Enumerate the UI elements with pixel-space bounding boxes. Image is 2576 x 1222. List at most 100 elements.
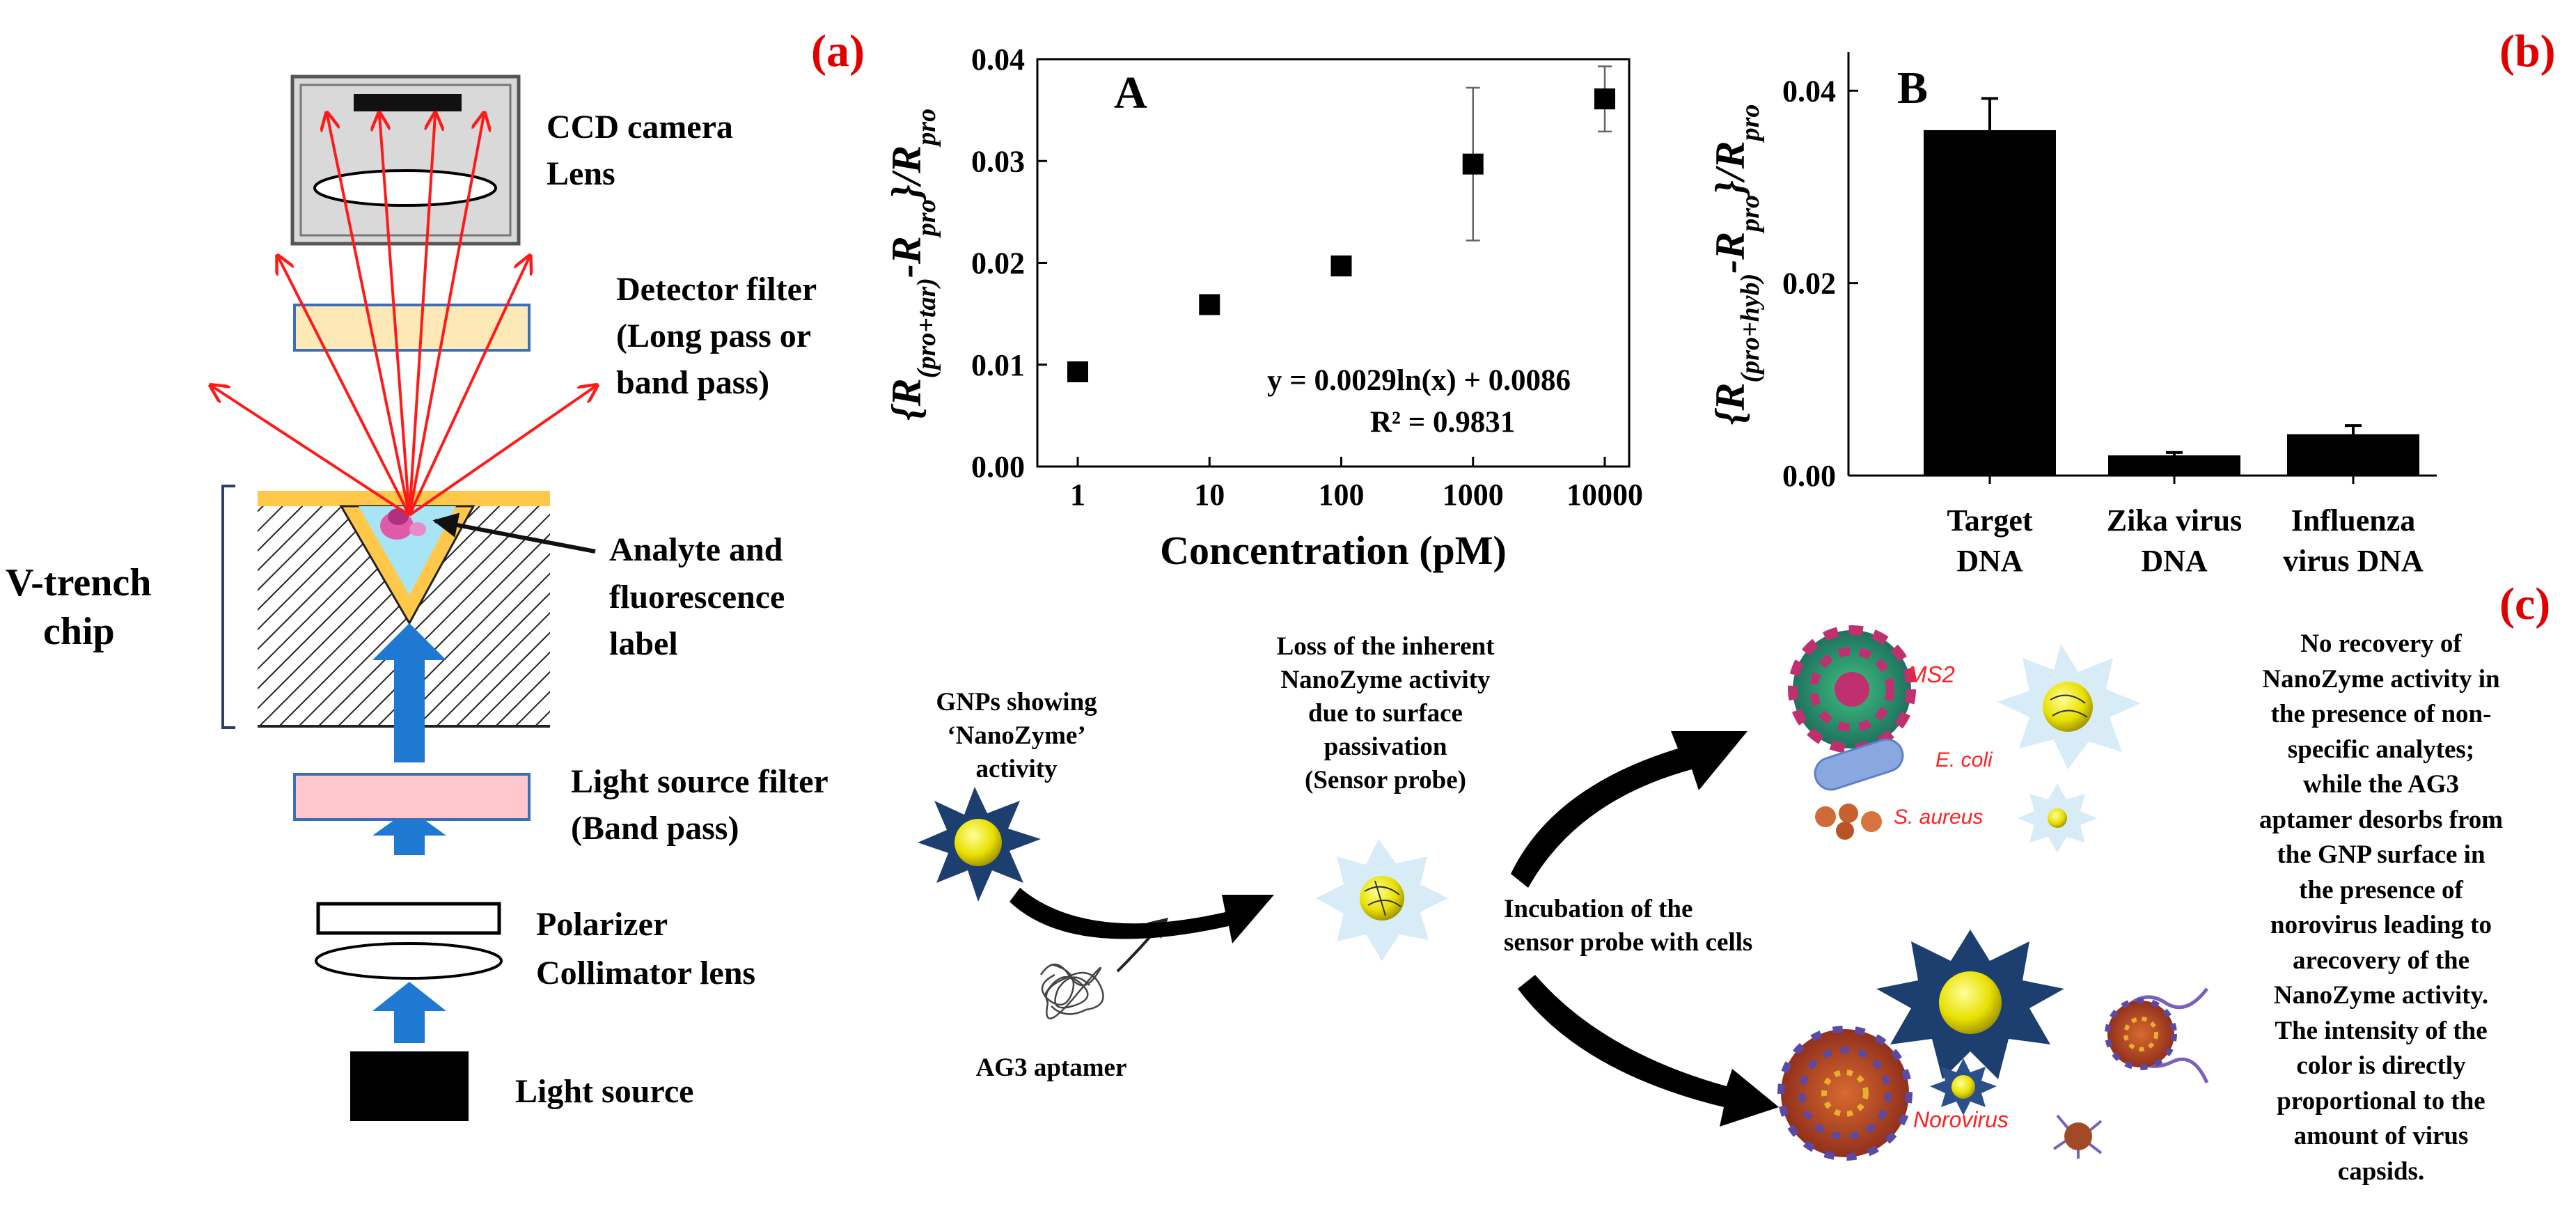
inactive-probe-small	[2018, 783, 2097, 853]
mechanism-line-15: amount of virus	[2293, 1122, 2469, 1150]
detector-filter-label-1: Detector filter	[616, 271, 817, 308]
mechanism-line-16: capsids.	[2337, 1157, 2425, 1186]
analyte-label-2: fluorescence	[609, 579, 785, 616]
chart-a-point	[1594, 88, 1615, 110]
loss-label-line-2: NanoZyme activity	[1280, 666, 1491, 694]
incubation-line-2: sensor probe with cells	[1504, 928, 1753, 957]
chart-b-category-label: virus DNA	[2283, 544, 2424, 578]
gnp-label: GNPs showing ‘NanoZyme’ activity	[912, 686, 1121, 786]
loss-label-line-3: due to surface	[1308, 699, 1463, 728]
chart-b-category-label: DNA	[1956, 544, 2023, 578]
chart-b-ytick-label: 0.00	[1782, 459, 1836, 493]
mechanism-line-2: NanoZyme activity in	[2262, 664, 2500, 694]
lens-label: Lens	[547, 155, 615, 192]
main-arrow-down	[1518, 975, 1779, 1127]
ecoli-label: E. coli	[1935, 749, 1993, 771]
chart-a-ytick-label: 0.02	[971, 246, 1025, 281]
collimator-label: Collimator lens	[536, 955, 756, 992]
mechanism-line-7: the GNP surface in	[2277, 840, 2485, 869]
chart-a-ytick-label: 0.01	[971, 348, 1025, 382]
gnp-label-line-3: activity	[975, 755, 1058, 783]
chart-a-point	[1199, 294, 1220, 315]
chart-b-ytick-label: 0.02	[1782, 267, 1836, 301]
chart-a-xtick-label: 1	[1070, 478, 1085, 512]
camera-label: CCD camera	[547, 109, 733, 146]
mechanism-line-5: while the AG3	[2302, 770, 2460, 799]
loss-label-line-1: Loss of the inherent	[1276, 632, 1495, 661]
chart-a-r2: R² = 0.9831	[1370, 406, 1515, 439]
light-source-label: Light source	[515, 1073, 694, 1110]
mechanism-line-9: norovirus leading to	[2270, 911, 2492, 939]
chart-a-ytick-label: 0.04	[971, 42, 1025, 77]
chart-a-xtick-label: 10	[1194, 478, 1225, 512]
light-filter-label-2: (Band pass)	[571, 810, 739, 847]
chart-a-point	[1330, 255, 1352, 276]
chart-b-bar	[2287, 434, 2419, 476]
chart-a-xtick-label: 10000	[1566, 478, 1643, 512]
aptamer-label: AG3 aptamer	[975, 1053, 1127, 1082]
ms2-label: MS2	[1908, 661, 1955, 687]
incubation-line-1: Incubation of the	[1504, 895, 1693, 923]
chart-a-point	[1462, 153, 1484, 175]
mechanism-line-14: proportional to the	[2277, 1086, 2485, 1115]
main-arrow-up	[1511, 731, 1748, 888]
chart-b-bar	[2108, 455, 2240, 476]
light-filter-label-1: Light source filter	[571, 763, 828, 800]
detector-filter-label-3: band pass)	[616, 364, 770, 401]
chart-a-point	[1067, 361, 1088, 382]
gnp-label-line-1: GNPs showing	[936, 688, 1097, 716]
panel-label-a: (a)	[811, 26, 865, 77]
mechanism-line-13: color is directly	[2296, 1051, 2466, 1080]
mechanism-line-3: the presence of non-	[2270, 700, 2492, 728]
aptamer-tangle	[1039, 963, 1104, 1019]
chart-b-bar	[1924, 130, 2056, 476]
mechanism-line-11: NanoZyme activity.	[2273, 981, 2489, 1010]
chip-label-2: chip	[43, 610, 115, 653]
saureus-cells	[1815, 804, 1882, 840]
chart-a-ylabel: {R(pro+tar)-Rpro}/Rpro	[883, 109, 941, 421]
chart-b-category-label: Zika virus	[2107, 503, 2242, 538]
inactive-probe-large	[1997, 644, 2141, 769]
analyte-label-3: label	[609, 625, 678, 662]
recovered-nanozyme-large	[1876, 930, 2064, 1079]
panel-label-b: (b)	[2499, 26, 2556, 77]
chart-a-xlabel: Concentration (pM)	[1160, 528, 1507, 573]
recovered-nanozyme-small	[1930, 1058, 1997, 1115]
incubation-label: Incubation of the sensor probe with cell…	[1504, 893, 1817, 959]
mechanism-line-8: the presence of	[2299, 875, 2463, 904]
chart-b-ylabel: {R(pro+hyb)-Rpro}/Rpro	[1707, 104, 1765, 425]
chart-a-ytick-label: 0.00	[971, 450, 1025, 484]
loss-label: Loss of the inherent NanoZyme activity d…	[1232, 630, 1539, 797]
chart-b-category-label: Influenza	[2291, 503, 2415, 538]
chart-a-xtick-label: 1000	[1443, 478, 1504, 512]
chart-b-category-label: Target	[1947, 503, 2032, 538]
norovirus-capsid	[1777, 1026, 1913, 1161]
ecoli-cell	[1814, 738, 1904, 791]
chart-b-tag: B	[1897, 63, 1928, 113]
sensor-probe	[1316, 839, 1448, 961]
main-arrow-1	[1010, 888, 1274, 943]
saureus-label: S. aureus	[1894, 806, 1984, 829]
gnp-label-line-2: ‘NanoZyme’	[947, 721, 1086, 750]
mechanism-line-1: No recovery of	[2300, 629, 2462, 658]
chart-b-category-label: DNA	[2141, 544, 2208, 578]
mechanism-line-6: aptamer desorbs from	[2259, 805, 2504, 834]
chart-a-equation: y = 0.0029ln(x) + 0.0086	[1267, 364, 1571, 397]
chart-a-xtick-label: 100	[1319, 478, 1365, 512]
chart-a-ytick-label: 0.03	[971, 144, 1025, 178]
loss-label-line-5: (Sensor probe)	[1305, 766, 1466, 794]
polarizer-label: Polarizer	[536, 906, 668, 943]
mechanism-line-10: arecovery of the	[2292, 946, 2470, 975]
loss-label-line-4: passivation	[1324, 733, 1447, 761]
ms2-capsid	[1788, 625, 1916, 753]
gnp-nanozyme	[918, 787, 1041, 902]
panel-label-c: (c)	[2499, 579, 2551, 629]
chart-b-ytick-label: 0.04	[1782, 74, 1836, 108]
mechanism-line-4: specific analytes;	[2287, 735, 2475, 764]
chip-label-1: V-trench	[6, 561, 152, 604]
capsid-with-aptamer	[2105, 987, 2209, 1084]
